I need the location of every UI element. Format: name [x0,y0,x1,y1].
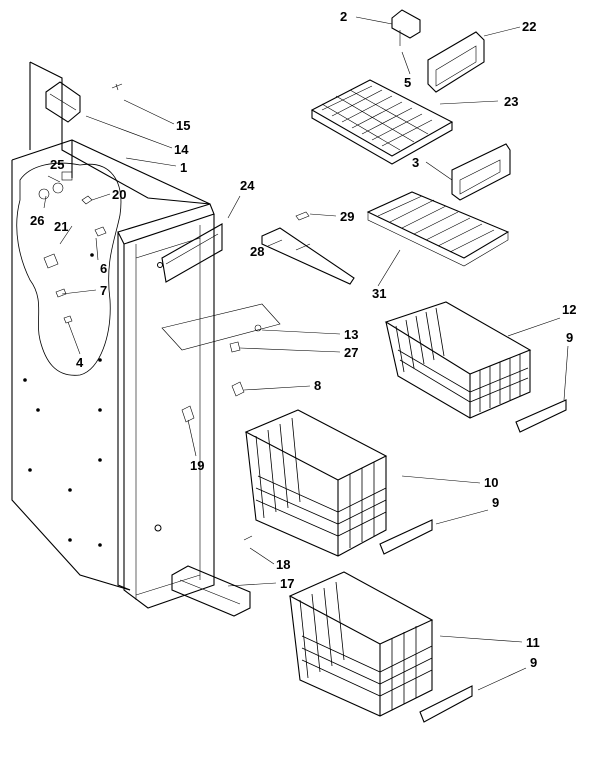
rail-28 [261,227,355,285]
freezer-liner [11,61,215,609]
leader-lines [43,16,569,691]
label-9-top: 9 [566,330,573,345]
light-switch-19 [181,405,195,423]
screw-4 [63,315,73,324]
grille-17 [171,565,251,617]
screw-18 [243,535,253,541]
label-1: 1 [180,160,187,175]
label-18: 18 [276,557,290,572]
shelf-31 [366,191,510,267]
label-9-middle: 9 [492,495,499,510]
basket-11 [288,571,434,717]
label-23: 23 [504,94,518,109]
label-20: 20 [112,187,126,202]
label-22: 22 [522,19,536,34]
label-2: 2 [340,9,347,24]
label-7: 7 [100,283,107,298]
label-19: 19 [190,458,204,473]
basket-10 [244,409,388,557]
label-3: 3 [412,155,419,170]
bin-rail-9-bottom [419,685,473,723]
label-21: 21 [54,219,68,234]
panel-13 [161,303,281,351]
label-6: 6 [100,261,107,276]
screw-6 [94,226,107,237]
screw-20 [81,195,93,205]
screw-7 [55,288,67,298]
hinge-14 [45,81,81,123]
bracket-25 [52,171,73,194]
label-29: 29 [340,209,354,224]
label-12: 12 [562,302,576,317]
screw-29 [295,211,310,221]
basket-12 [384,301,532,419]
label-27: 27 [344,345,358,360]
label-10: 10 [484,475,498,490]
cover-24 [161,223,223,283]
label-14: 14 [174,142,189,157]
label-17: 17 [280,576,294,591]
label-28: 28 [250,244,264,259]
end-cap-22 [427,31,485,93]
label-25: 25 [50,157,64,172]
shelf-23 [310,79,454,165]
label-4: 4 [76,355,84,370]
clip-27 [229,341,241,353]
part-labels: 2 22 5 23 3 15 14 1 24 29 28 31 12 9 13 … [30,9,576,670]
screw-13 [254,324,262,332]
bin-rail-9-middle [379,519,433,555]
bin-rail-9-top [515,399,567,433]
label-11: 11 [526,635,540,650]
label-31: 31 [372,286,386,301]
screw-15 [111,83,123,91]
label-8: 8 [314,378,321,393]
label-24: 24 [240,178,255,193]
label-13: 13 [344,327,358,342]
label-26: 26 [30,213,44,228]
label-9-bottom: 9 [530,655,537,670]
liner-holes [23,253,163,547]
label-15: 15 [176,118,190,133]
end-cap-3 [451,143,511,201]
clip-8 [231,381,245,397]
clip-26 [38,188,50,200]
clip-21 [43,253,59,269]
label-5: 5 [404,75,411,90]
bracket-2 [391,9,421,46]
